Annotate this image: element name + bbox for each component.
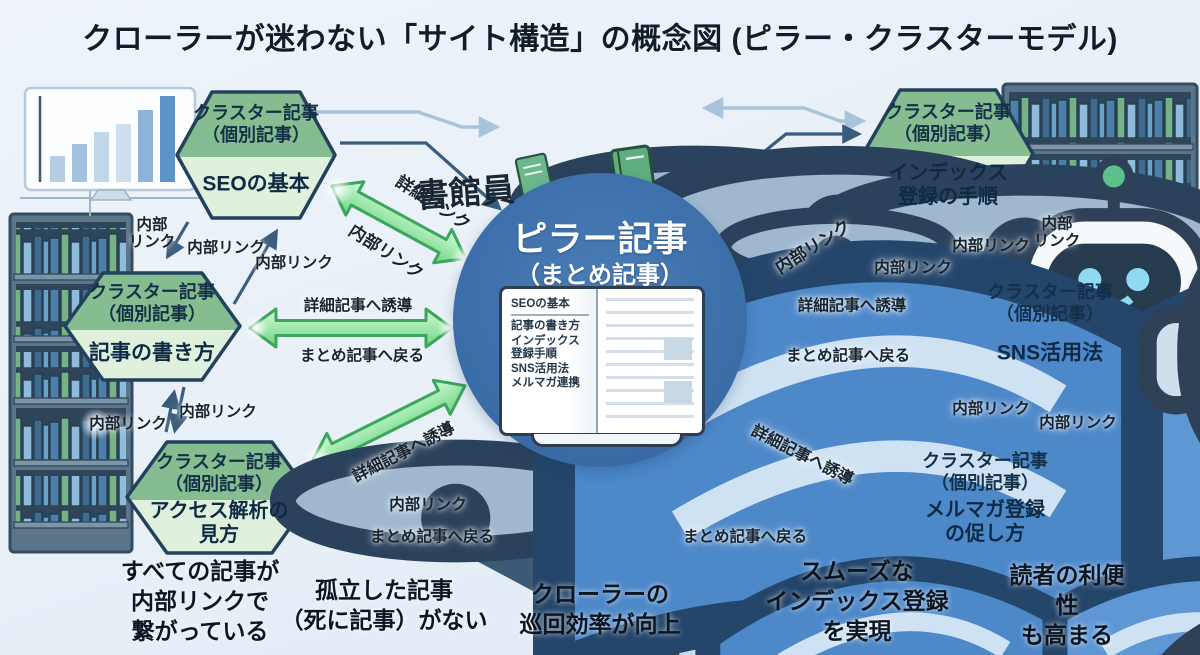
cluster-topic-access-analytics: アクセス解析の 見方 — [149, 500, 289, 546]
page-title: クローラーが迷わない「サイト構造」の概念図 (ピラー・クラスターモデル) — [82, 23, 1118, 56]
cluster-header: クラスター記事 （個別記事） — [89, 282, 215, 324]
pillar-subtitle: （まとめ記事） — [516, 262, 684, 289]
pillar-title: ピラー記事 — [512, 220, 688, 259]
link-label: 詳細記事へ誘導 — [797, 297, 907, 315]
pillar-book: SEOの基本 記事の書き方 インデックス 登録手順 SNS活用法 メルマガ連携 — [499, 286, 705, 436]
cluster-topic-newsletter: メルマガ登録 の促し方 — [925, 499, 1045, 545]
benefit-note: すべての記事が 内部リンクで 繋がっている — [120, 558, 280, 644]
benefit-note: スムーズな インデックス登録 を実現 — [765, 558, 949, 644]
cluster-header: クラスター記事 （個別記事） — [922, 451, 1048, 493]
flow-connector-arrows — [196, 97, 867, 211]
pillar-book-toc: SEOの基本 記事の書き方 インデックス 登録手順 SNS活用法 メルマガ連携 — [502, 289, 598, 433]
page-thumbnail — [664, 381, 692, 404]
link-label: 内部リンク — [389, 496, 467, 514]
link-label: 内部リンク — [187, 239, 265, 257]
link-label: 内部リンク — [874, 259, 952, 277]
page-thumbnail — [664, 338, 692, 361]
cluster-topic-article-writing: 記事の書き方 — [89, 341, 215, 365]
link-label: 内部リンク — [179, 403, 257, 421]
cluster-topic-seo-basics: SEOの基本 — [202, 172, 310, 196]
growth-chart-monitor — [20, 86, 258, 216]
link-label: 内部リンク — [89, 415, 167, 433]
cluster-topic-index-registration: インデックス 登録の手順 — [888, 162, 1008, 208]
librarian-label: 書館員 — [414, 170, 516, 215]
link-label: 内部リンク — [952, 400, 1030, 418]
book-toc-item: SEOの基本 — [511, 298, 570, 310]
book-toc-item: インデックス 登録手順 — [511, 334, 580, 360]
book-toc-item: 記事の書き方 — [511, 319, 580, 332]
link-label: 内部 リンク — [1033, 215, 1081, 250]
benefit-note: 孤立した記事 （死に記事）がない — [280, 577, 488, 633]
link-label: まとめ記事へ戻る — [682, 528, 808, 546]
link-label: 内部リンク — [1039, 414, 1117, 432]
hexagon-article-writing — [63, 271, 242, 382]
link-label: 内部リンク — [952, 237, 1030, 255]
link-label: まとめ記事へ戻る — [299, 347, 425, 365]
link-label: 内部 リンク — [128, 216, 176, 251]
bar-chart-bars — [50, 96, 175, 182]
cluster-header: クラスター記事 （個別記事） — [987, 282, 1113, 324]
link-label: まとめ記事へ戻る — [369, 528, 495, 546]
link-label: 詳細記事へ誘導 — [303, 297, 413, 315]
book-base — [531, 434, 683, 447]
benefit-note: 読者の利便性 も高まる — [1009, 562, 1125, 648]
book-toc-item: SNS活用法 — [511, 362, 570, 375]
divider — [511, 313, 589, 316]
pillar-article-circle: ピラー記事 （まとめ記事） SEOの基本 記事の書き方 インデックス 登録手順 … — [453, 173, 747, 467]
cluster-header: クラスター記事 （個別記事） — [156, 452, 282, 494]
pillar-book-page — [606, 298, 694, 424]
cluster-header: クラスター記事 （個別記事） — [885, 102, 1011, 144]
link-label: まとめ記事へ戻る — [785, 347, 911, 365]
book-toc-item: メルマガ連携 — [511, 377, 580, 390]
bookshelf-left — [8, 212, 134, 554]
link-label: 内部リンク — [255, 254, 333, 272]
benefit-note: クローラーの 巡回効率が向上 — [519, 581, 681, 637]
cluster-topic-sns-usage: SNS活用法 — [996, 341, 1104, 365]
cluster-header: クラスター記事 （個別記事） — [193, 103, 319, 145]
